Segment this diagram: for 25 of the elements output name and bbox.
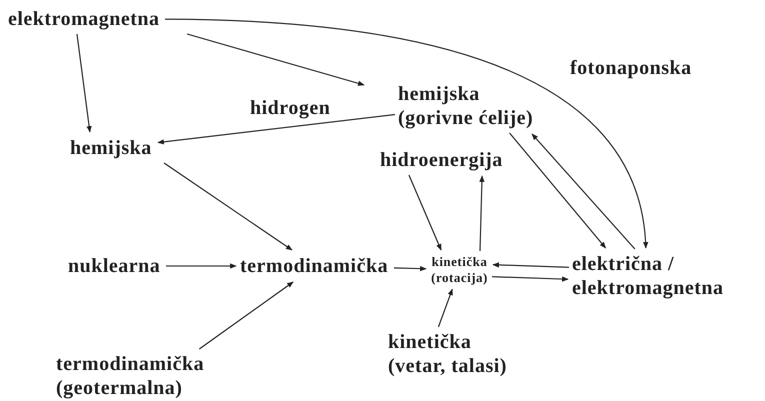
arrow <box>394 266 427 272</box>
arrow <box>492 262 570 268</box>
arrow <box>509 132 606 248</box>
arrow <box>76 34 92 133</box>
energy-label: elektromagnetna <box>8 7 162 31</box>
energy-label: hemijska <box>70 136 154 160</box>
energy-label: nuklearna <box>68 254 163 278</box>
energy-label: kinetička (rotacija) <box>430 254 489 286</box>
energy-label: hidroenergija <box>380 148 505 172</box>
energy-label: hemijska (gorivne ćelije) <box>398 82 536 130</box>
energy-label: električna / elektromagnetna <box>572 252 726 300</box>
arrow <box>408 174 442 251</box>
arrow <box>492 276 569 282</box>
energy-label: termodinamička (geotermalna) <box>56 352 207 400</box>
energy-label: termodinamička <box>240 254 391 278</box>
energy-label: kinetička (vetar, talasi) <box>388 330 509 378</box>
arrow <box>479 175 485 252</box>
arrow <box>186 33 365 86</box>
arrow <box>166 263 237 269</box>
arrow <box>532 134 636 250</box>
arrow <box>438 288 453 328</box>
arrow <box>157 114 396 144</box>
arrow <box>164 162 293 250</box>
arrow <box>198 282 294 350</box>
arrow <box>164 18 648 249</box>
